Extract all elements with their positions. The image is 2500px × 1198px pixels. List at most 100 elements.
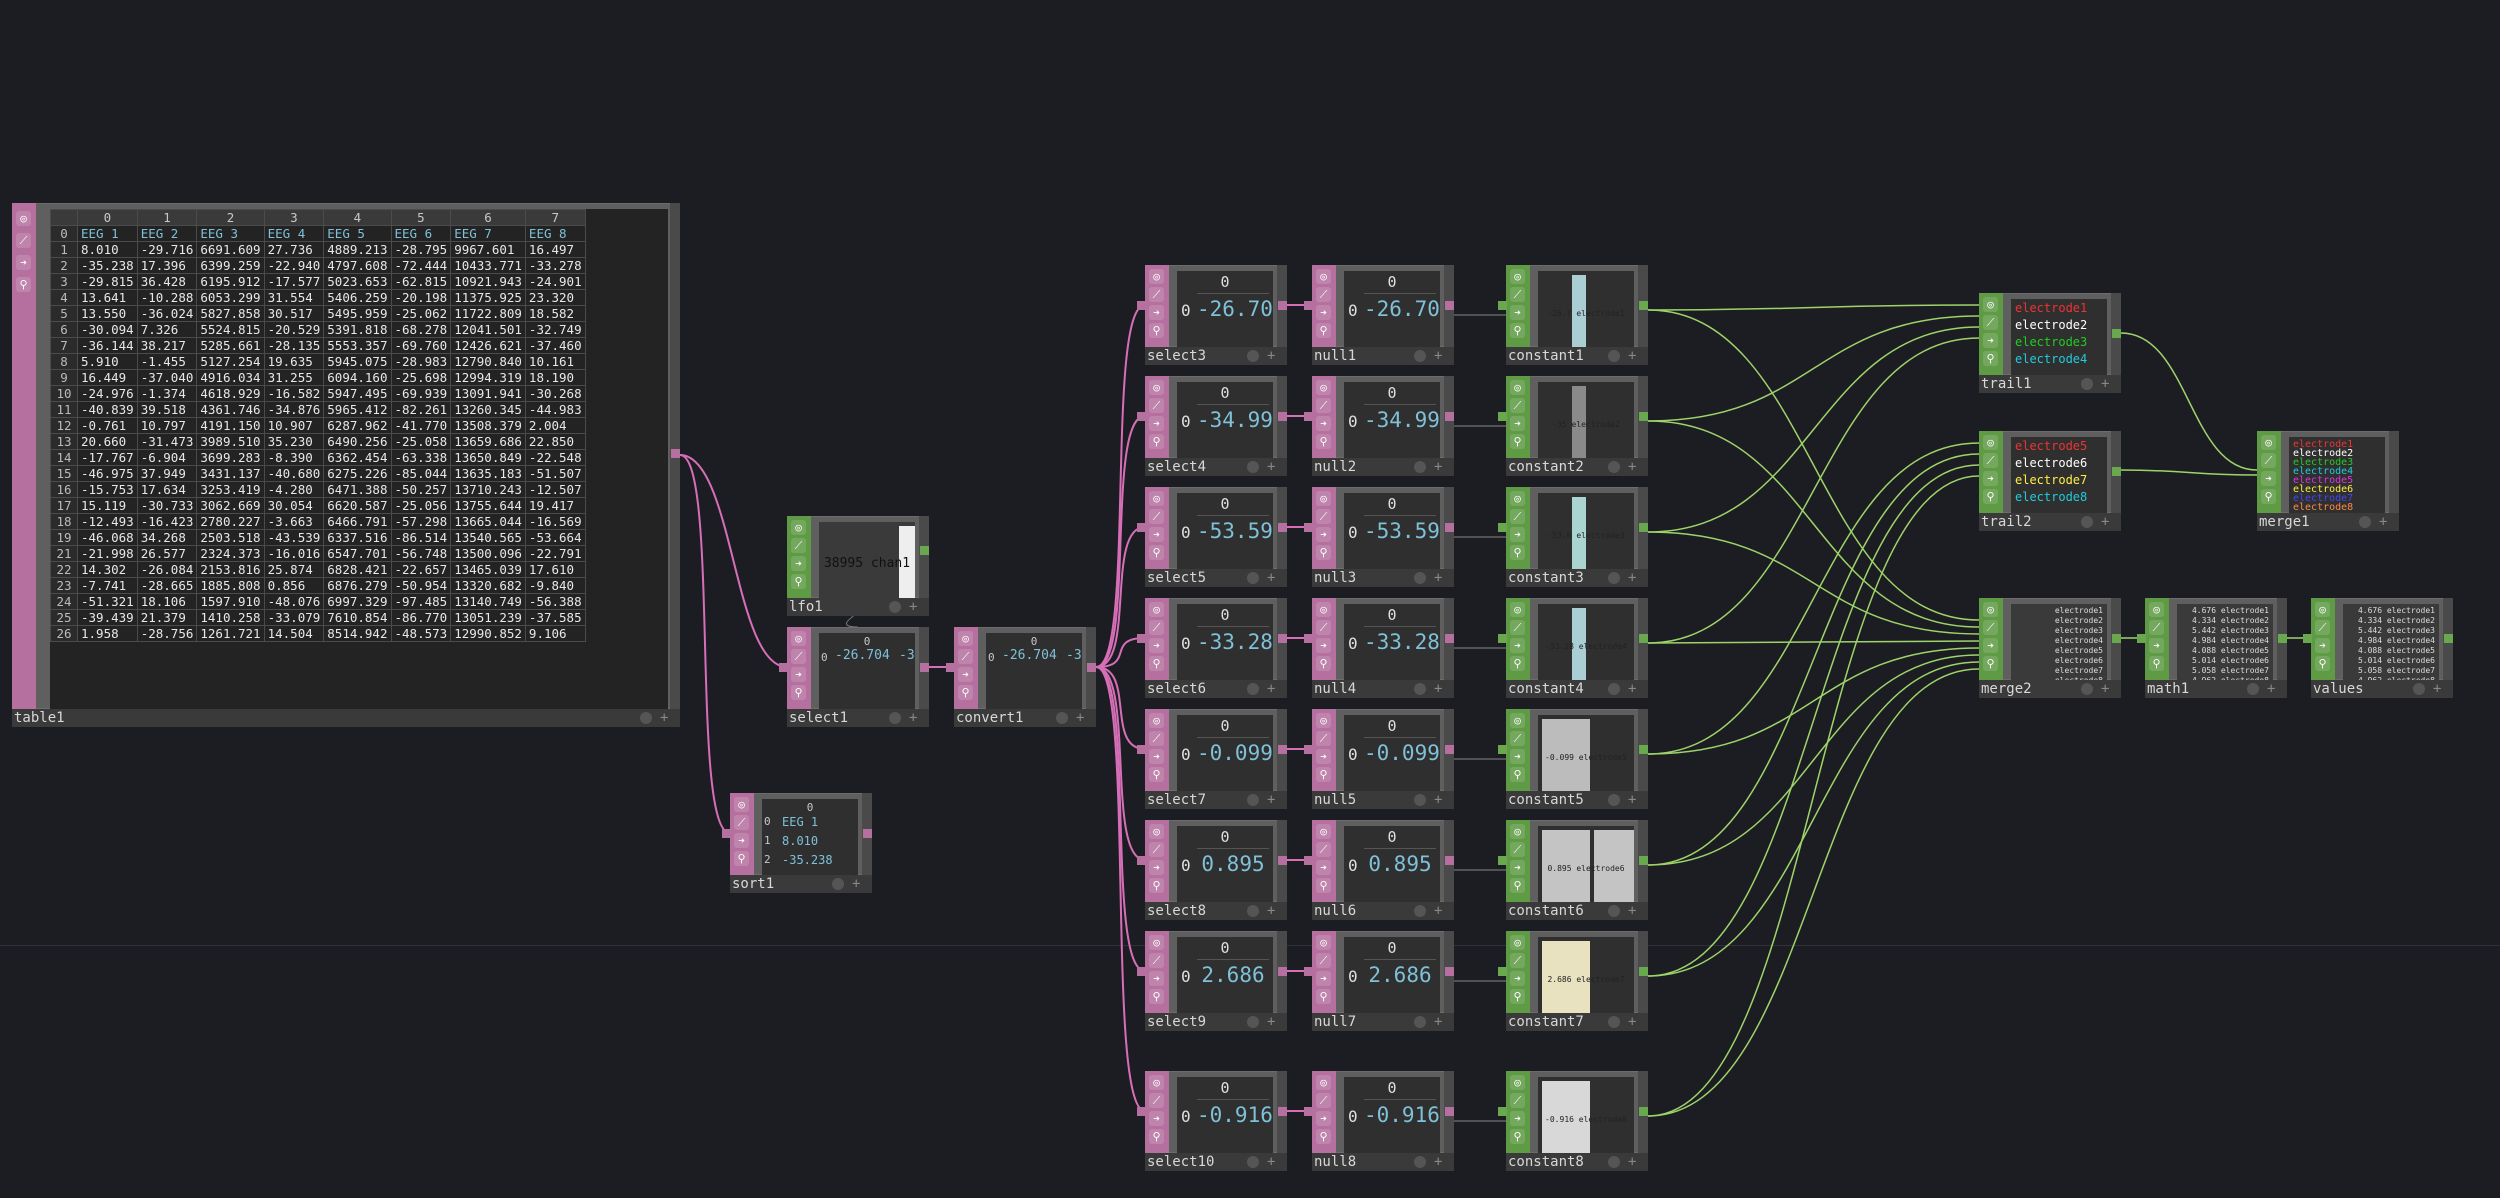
node-name[interactable]: lfo1 bbox=[789, 599, 823, 615]
pass-icon[interactable]: ➔ bbox=[1983, 333, 1998, 348]
input-plug[interactable] bbox=[1498, 1107, 1507, 1116]
viewer-toggle-icon[interactable] bbox=[832, 878, 844, 890]
node-name[interactable]: null5 bbox=[1314, 792, 1357, 808]
output-plug[interactable] bbox=[1445, 523, 1454, 532]
plus-icon[interactable]: + bbox=[1628, 792, 1637, 808]
input-plug[interactable] bbox=[722, 829, 731, 838]
plus-icon[interactable]: + bbox=[1076, 710, 1085, 726]
input-plug[interactable] bbox=[1137, 523, 1146, 532]
plus-icon[interactable]: + bbox=[1628, 1154, 1637, 1170]
output-plug[interactable] bbox=[1445, 856, 1454, 865]
node-name[interactable]: select8 bbox=[1147, 903, 1207, 919]
pass-icon[interactable]: ➔ bbox=[1316, 860, 1331, 875]
bypass-icon[interactable]: ⟋ bbox=[16, 233, 31, 248]
viewer-icon[interactable]: ◎ bbox=[1316, 602, 1331, 617]
output-plug[interactable] bbox=[1639, 745, 1648, 754]
output-plug[interactable] bbox=[2112, 329, 2121, 338]
pass-icon[interactable]: ➔ bbox=[1316, 971, 1331, 986]
viewer-icon[interactable]: ◎ bbox=[1510, 602, 1525, 617]
bypass-icon[interactable]: ⟋ bbox=[791, 538, 806, 553]
output-plug[interactable] bbox=[1639, 301, 1648, 310]
viewer-toggle-icon[interactable] bbox=[1414, 461, 1426, 473]
plus-icon[interactable]: + bbox=[1267, 792, 1276, 808]
output-plug[interactable] bbox=[1639, 634, 1648, 643]
viewer-toggle-icon[interactable] bbox=[1247, 794, 1259, 806]
plus-icon[interactable]: + bbox=[1628, 681, 1637, 697]
node-name[interactable]: constant6 bbox=[1508, 903, 1584, 919]
plus-icon[interactable]: + bbox=[660, 710, 669, 726]
pass-icon[interactable]: ➔ bbox=[16, 255, 31, 270]
plus-icon[interactable]: + bbox=[1434, 348, 1443, 364]
viewer-toggle-icon[interactable] bbox=[640, 712, 652, 724]
bypass-icon[interactable]: ⟋ bbox=[1510, 287, 1525, 302]
lock-icon[interactable]: ⚲ bbox=[1316, 323, 1331, 338]
input-plug[interactable] bbox=[1137, 301, 1146, 310]
viewer-icon[interactable]: ◎ bbox=[958, 631, 973, 646]
output-plug[interactable] bbox=[1639, 967, 1648, 976]
pass-icon[interactable]: ➔ bbox=[1510, 971, 1525, 986]
viewer-toggle-icon[interactable] bbox=[1247, 1156, 1259, 1168]
plus-icon[interactable]: + bbox=[1434, 1154, 1443, 1170]
bypass-icon[interactable]: ⟋ bbox=[1510, 620, 1525, 635]
pass-icon[interactable]: ➔ bbox=[1149, 416, 1164, 431]
output-plug[interactable] bbox=[1639, 1107, 1648, 1116]
node-name[interactable]: constant5 bbox=[1508, 792, 1584, 808]
plus-icon[interactable]: + bbox=[2101, 514, 2110, 530]
viewer-icon[interactable]: ◎ bbox=[1149, 935, 1164, 950]
lock-icon[interactable]: ⚲ bbox=[1316, 545, 1331, 560]
viewer-toggle-icon[interactable] bbox=[1608, 1016, 1620, 1028]
lock-icon[interactable]: ⚲ bbox=[1316, 878, 1331, 893]
lock-icon[interactable]: ⚲ bbox=[1149, 656, 1164, 671]
bypass-icon[interactable]: ⟋ bbox=[1316, 398, 1331, 413]
bypass-icon[interactable]: ⟋ bbox=[2261, 453, 2276, 468]
viewer-toggle-icon[interactable] bbox=[1414, 350, 1426, 362]
viewer-toggle-icon[interactable] bbox=[1247, 461, 1259, 473]
input-plug[interactable] bbox=[1304, 634, 1313, 643]
viewer-icon[interactable]: ◎ bbox=[1316, 824, 1331, 839]
bypass-icon[interactable]: ⟋ bbox=[1510, 398, 1525, 413]
input-plug[interactable] bbox=[1304, 412, 1313, 421]
viewer-icon[interactable]: ◎ bbox=[791, 520, 806, 535]
plus-icon[interactable]: + bbox=[1267, 348, 1276, 364]
plus-icon[interactable]: + bbox=[909, 599, 918, 615]
bypass-icon[interactable]: ⟋ bbox=[1316, 842, 1331, 857]
node-name[interactable]: trail2 bbox=[1981, 514, 2032, 530]
viewer-icon[interactable]: ◎ bbox=[1316, 713, 1331, 728]
plus-icon[interactable]: + bbox=[2101, 681, 2110, 697]
bypass-icon[interactable]: ⟋ bbox=[1510, 731, 1525, 746]
node-name[interactable]: null4 bbox=[1314, 681, 1357, 697]
pass-icon[interactable]: ➔ bbox=[1983, 638, 1998, 653]
lock-icon[interactable]: ⚲ bbox=[1149, 434, 1164, 449]
lock-icon[interactable]: ⚲ bbox=[1510, 656, 1525, 671]
viewer-icon[interactable]: ◎ bbox=[2149, 602, 2164, 617]
input-plug[interactable] bbox=[1137, 1107, 1146, 1116]
select3-node[interactable]: ◎⟋➔⚲00-26.704select3+ bbox=[1137, 265, 1287, 365]
output-plug[interactable] bbox=[863, 829, 872, 838]
plus-icon[interactable]: + bbox=[1434, 681, 1443, 697]
null1-node[interactable]: ◎⟋➔⚲00-26.704null1+ bbox=[1304, 265, 1454, 365]
viewer-icon[interactable]: ◎ bbox=[1149, 824, 1164, 839]
node-name[interactable]: trail1 bbox=[1981, 376, 2032, 392]
bypass-icon[interactable]: ⟋ bbox=[1149, 953, 1164, 968]
plus-icon[interactable]: + bbox=[909, 710, 918, 726]
output-plug[interactable] bbox=[1639, 412, 1648, 421]
node-name[interactable]: math1 bbox=[2147, 681, 2190, 697]
plus-icon[interactable]: + bbox=[1434, 1014, 1443, 1030]
bypass-icon[interactable]: ⟋ bbox=[1149, 509, 1164, 524]
viewer-toggle-icon[interactable] bbox=[1414, 1156, 1426, 1168]
viewer-toggle-icon[interactable] bbox=[1247, 1016, 1259, 1028]
viewer-toggle-icon[interactable] bbox=[2413, 683, 2425, 695]
viewer-icon[interactable]: ◎ bbox=[1149, 602, 1164, 617]
bypass-icon[interactable]: ⟋ bbox=[1149, 398, 1164, 413]
viewer-toggle-icon[interactable] bbox=[1414, 683, 1426, 695]
input-plug[interactable] bbox=[1137, 967, 1146, 976]
select6-node[interactable]: ◎⟋➔⚲00-33.284select6+ bbox=[1137, 598, 1287, 698]
node-name[interactable]: select6 bbox=[1147, 681, 1207, 697]
pass-icon[interactable]: ➔ bbox=[958, 667, 973, 682]
